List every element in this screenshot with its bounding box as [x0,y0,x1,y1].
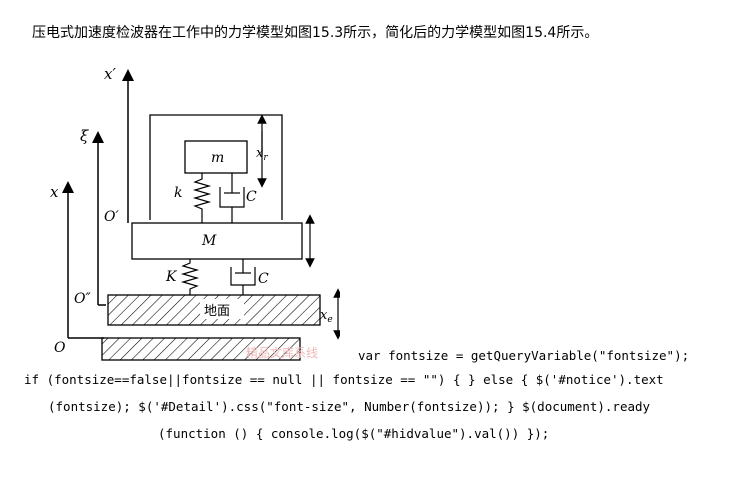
damper-c-upper [219,173,245,223]
label-c-lower: C [258,271,269,287]
label-M: M [201,233,217,249]
label-k: k [174,185,182,201]
spring-K [180,259,200,295]
label-x-e: xe [320,308,333,325]
code-line-3: (fontsize); $('#Detail').css("font-size"… [48,399,651,414]
spring-k [192,173,212,223]
label-o-prime: O′ [104,209,119,225]
label-m: m [211,150,224,166]
small-mass-block [184,140,248,174]
caption-text: 压电式加速度检波器在工作中的力学模型如图15.3所示，简化后的力学模型如图15.… [32,25,599,41]
label-x-prime: x′ [104,65,116,83]
label-x-r: xr [256,146,268,163]
damper-c-lower [230,259,256,295]
watermark: 精品文库系线 [246,346,319,360]
label-o-double-prime: O″ [74,291,91,307]
label-o: O [54,340,66,356]
label-K: K [165,269,178,285]
code-line-1: var fontsize = getQueryVariable("fontsiz… [358,348,690,363]
code-line-2: if (fontsize==false||fontsize == null ||… [24,372,664,387]
housing-frame [149,114,283,220]
label-c-upper: C [246,189,257,205]
label-xi: ξ [80,127,89,145]
base-mass-block [131,222,303,260]
ground-label-bg [200,299,244,319]
ground-lower [101,337,301,361]
label-ground: 地面 [204,304,230,319]
code-line-4: (function () { console.log($("#hidvalue"… [158,426,550,441]
mechanical-model-figure: x′ ξ x O′ O″ O m k C xr M K C 地面 xe [50,65,340,361]
label-x: x [50,183,59,201]
